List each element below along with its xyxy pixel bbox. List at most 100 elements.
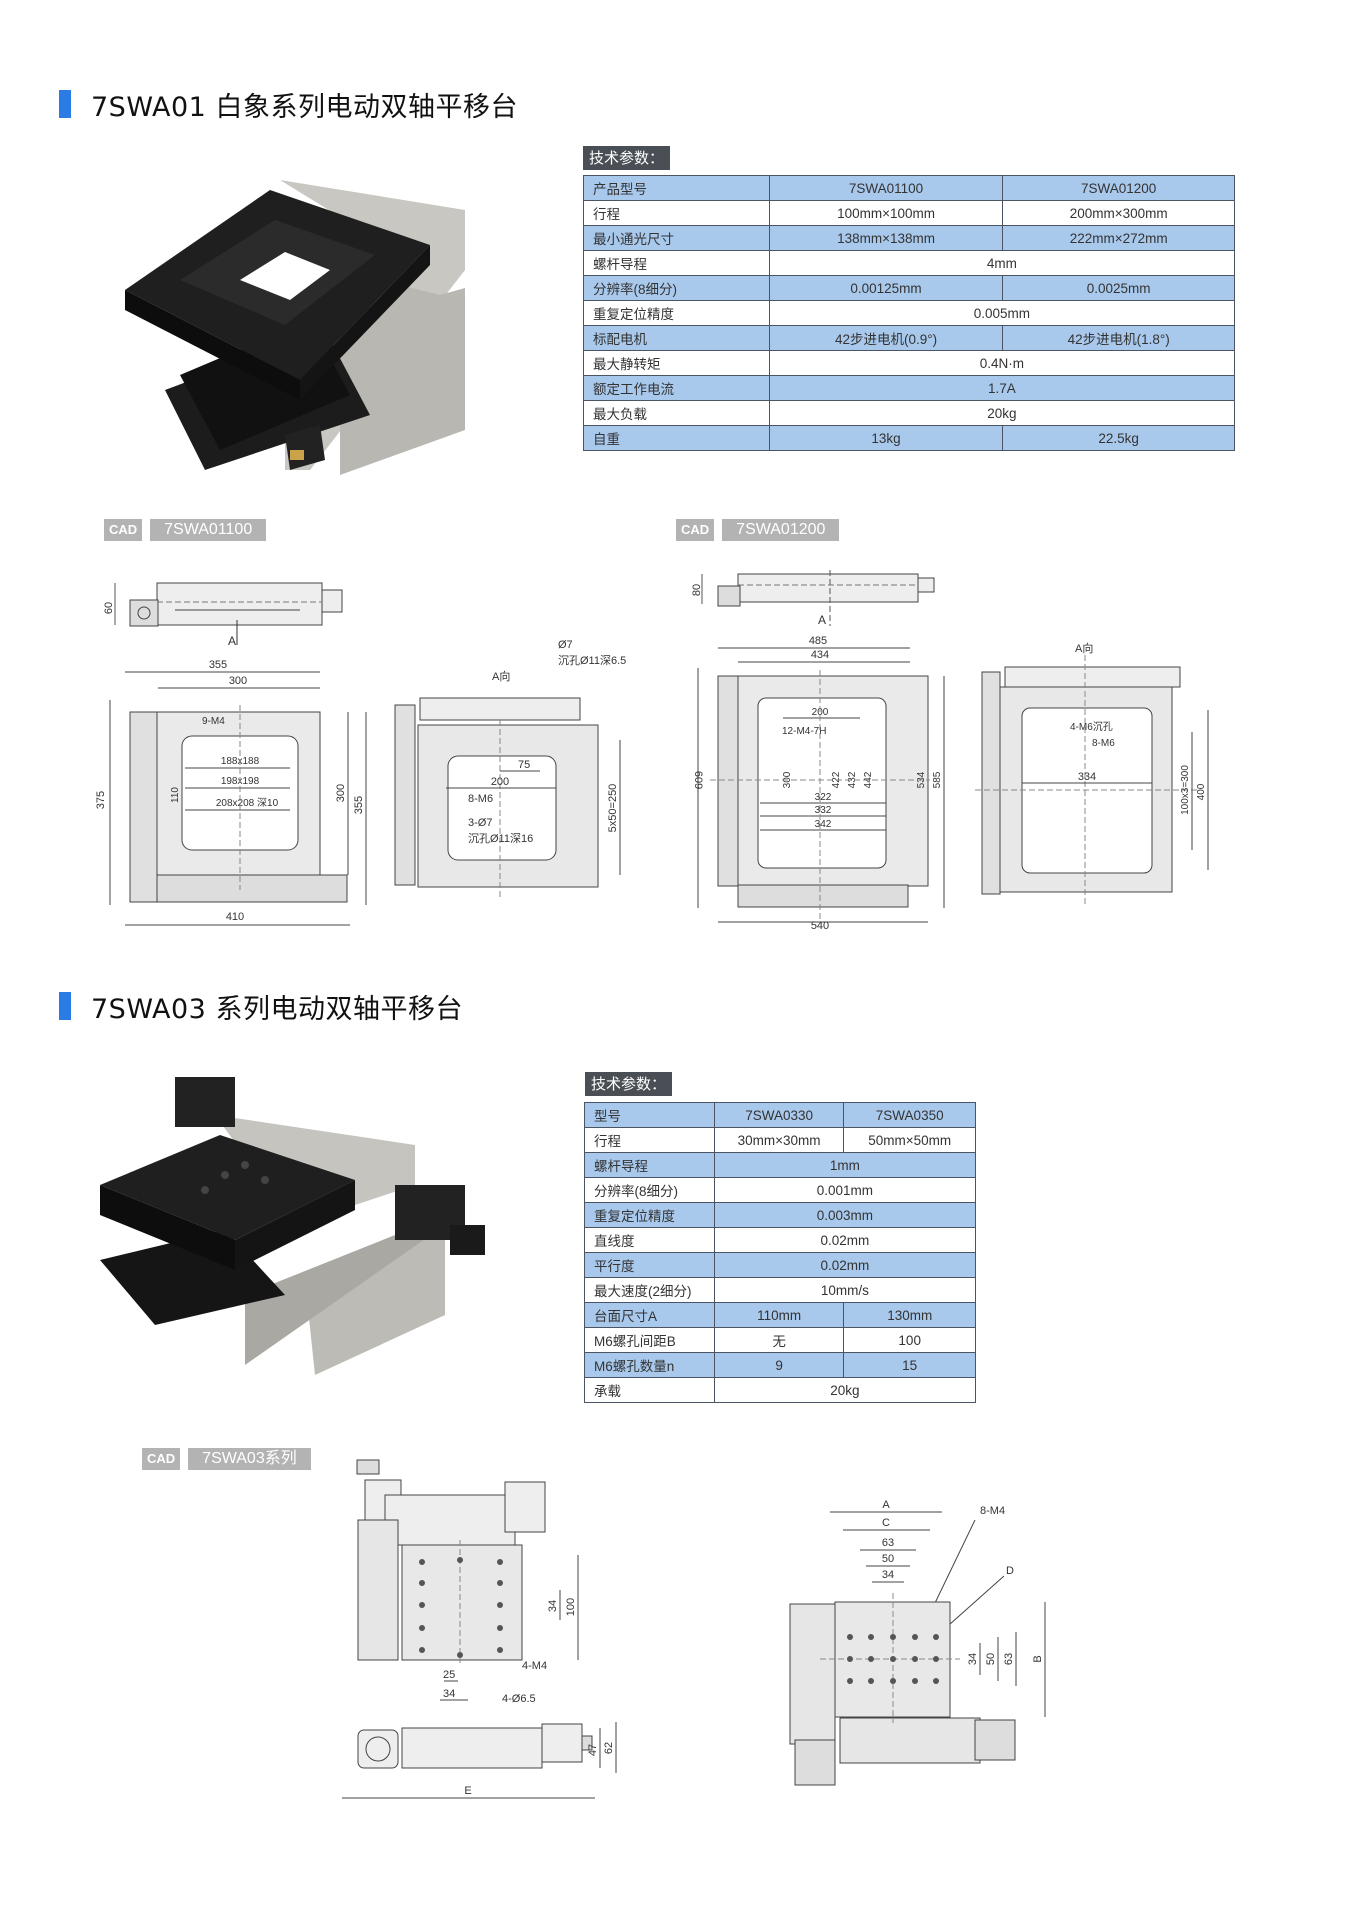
dim-height: 80	[691, 584, 703, 596]
row-label: 额定工作电流	[583, 375, 770, 401]
label-a-view: A向	[1075, 641, 1093, 655]
row-label: 型号	[584, 1102, 715, 1128]
dim-a: A	[882, 1499, 890, 1511]
row-value: 4mm	[768, 250, 1236, 276]
row-value: 无	[713, 1327, 845, 1353]
dim-110: 110	[170, 787, 181, 803]
row-value: 100	[843, 1327, 976, 1353]
row-value: 0.003mm	[713, 1202, 977, 1228]
row-value: 0.4N·m	[768, 350, 1236, 376]
row-value: 13kg	[768, 425, 1004, 451]
section-title: 7SWA03 系列电动双轴平移台	[59, 986, 463, 1026]
cad-tag-7swa03: CAD 7SWA03系列	[142, 1448, 311, 1470]
row-label: 最大速度(2细分)	[584, 1277, 715, 1303]
row-label: 最小通光尺寸	[583, 225, 770, 251]
row-value: 0.02mm	[713, 1227, 977, 1253]
cad-7swa01100-side-view: 60 A	[103, 582, 343, 648]
cad-7swa03-top-view: 34 100 4-M4 25 34 4-Ø6.5	[356, 1459, 579, 1705]
dim-100: 100	[565, 1598, 577, 1616]
row-label: 重复定位精度	[583, 300, 770, 326]
dim-434: 434	[811, 649, 829, 661]
row-value: 0.0025mm	[1002, 275, 1235, 301]
dim-34-v: 34	[967, 1653, 979, 1665]
cad-model: 7SWA03系列	[188, 1448, 311, 1470]
row-label: 重复定位精度	[584, 1202, 715, 1228]
row-label: 直线度	[584, 1227, 715, 1253]
row-value: 100mm×100mm	[768, 200, 1004, 226]
row-value: 7SWA0330	[713, 1102, 845, 1128]
dim-63: 63	[882, 1537, 894, 1549]
row-value: 7SWA01200	[1002, 175, 1235, 201]
dim-208: 208x208 深10	[216, 797, 279, 809]
row-label: 最大负载	[583, 400, 770, 426]
table-row: 分辨率(8细分)0.001mm	[584, 1177, 977, 1203]
row-value: 9	[713, 1352, 845, 1378]
cad-7swa01100-a-view: Ø7 沉孔Ø11深6.5 A向 75 200 8-M6 3-Ø7 沉孔Ø11深1…	[394, 639, 626, 900]
row-value: 42步进电机(1.8°)	[1002, 325, 1235, 351]
row-value: 130mm	[843, 1302, 976, 1328]
dim-609: 609	[692, 771, 704, 789]
cad-7swa03-plan-view: A C 63 50 34 8-M4 D 34 50 63 B	[789, 1499, 1046, 1786]
label-4-m4: 4-M4	[522, 1660, 547, 1672]
product-photo-7swa01	[125, 180, 465, 475]
accent-bar	[59, 90, 71, 118]
row-value: 22.5kg	[1002, 425, 1235, 451]
row-value: 15	[843, 1352, 976, 1378]
row-label: 分辨率(8细分)	[584, 1177, 715, 1203]
section-title: 7SWA01 白象系列电动双轴平移台	[59, 84, 518, 124]
label-o7: Ø7	[558, 639, 573, 651]
dim-400: 400	[1196, 783, 1207, 800]
label-countersink-16: 沉孔Ø11深16	[468, 832, 533, 845]
dim-63-v: 63	[1003, 1653, 1015, 1665]
dim-334: 334	[1078, 771, 1096, 783]
dim-25: 25	[443, 1669, 455, 1681]
row-value: 1.7A	[768, 375, 1236, 401]
row-label: 螺杆导程	[584, 1152, 715, 1178]
row-value: 30mm×30mm	[713, 1127, 845, 1153]
row-value: 20kg	[713, 1377, 977, 1403]
row-value: 200mm×300mm	[1002, 200, 1235, 226]
label-8-m6: 8-M6	[468, 793, 493, 805]
row-label: 承载	[584, 1377, 715, 1403]
dim-432: 432	[847, 771, 858, 788]
view-label: A	[818, 613, 826, 627]
dim-34-v: 34	[547, 1600, 559, 1612]
cad-7swa01200-top-view: 485 434 609 200 12-M4-7H 300 322 332 342…	[692, 635, 945, 930]
row-label: 产品型号	[583, 175, 770, 201]
row-value: 10mm/s	[713, 1277, 977, 1303]
row-label: 台面尺寸A	[584, 1302, 715, 1328]
label-8-m4: 8-M4	[980, 1505, 1005, 1517]
label-4-o65: 4-Ø6.5	[502, 1693, 536, 1705]
dim-540: 540	[811, 920, 829, 930]
dim-e: E	[464, 1785, 471, 1797]
product-photo-7swa03	[100, 1077, 485, 1375]
dim-332: 332	[815, 805, 832, 816]
row-label: 平行度	[584, 1252, 715, 1278]
dim-5x50: 5x50=250	[607, 784, 619, 833]
row-label: 分辨率(8细分)	[583, 275, 770, 301]
row-value: 0.001mm	[713, 1177, 977, 1203]
row-label: M6螺孔间距B	[584, 1327, 715, 1353]
dim-410: 410	[226, 911, 244, 923]
dim-34: 34	[443, 1688, 455, 1700]
row-value: 7SWA01100	[768, 175, 1004, 201]
dim-322: 322	[815, 792, 832, 803]
